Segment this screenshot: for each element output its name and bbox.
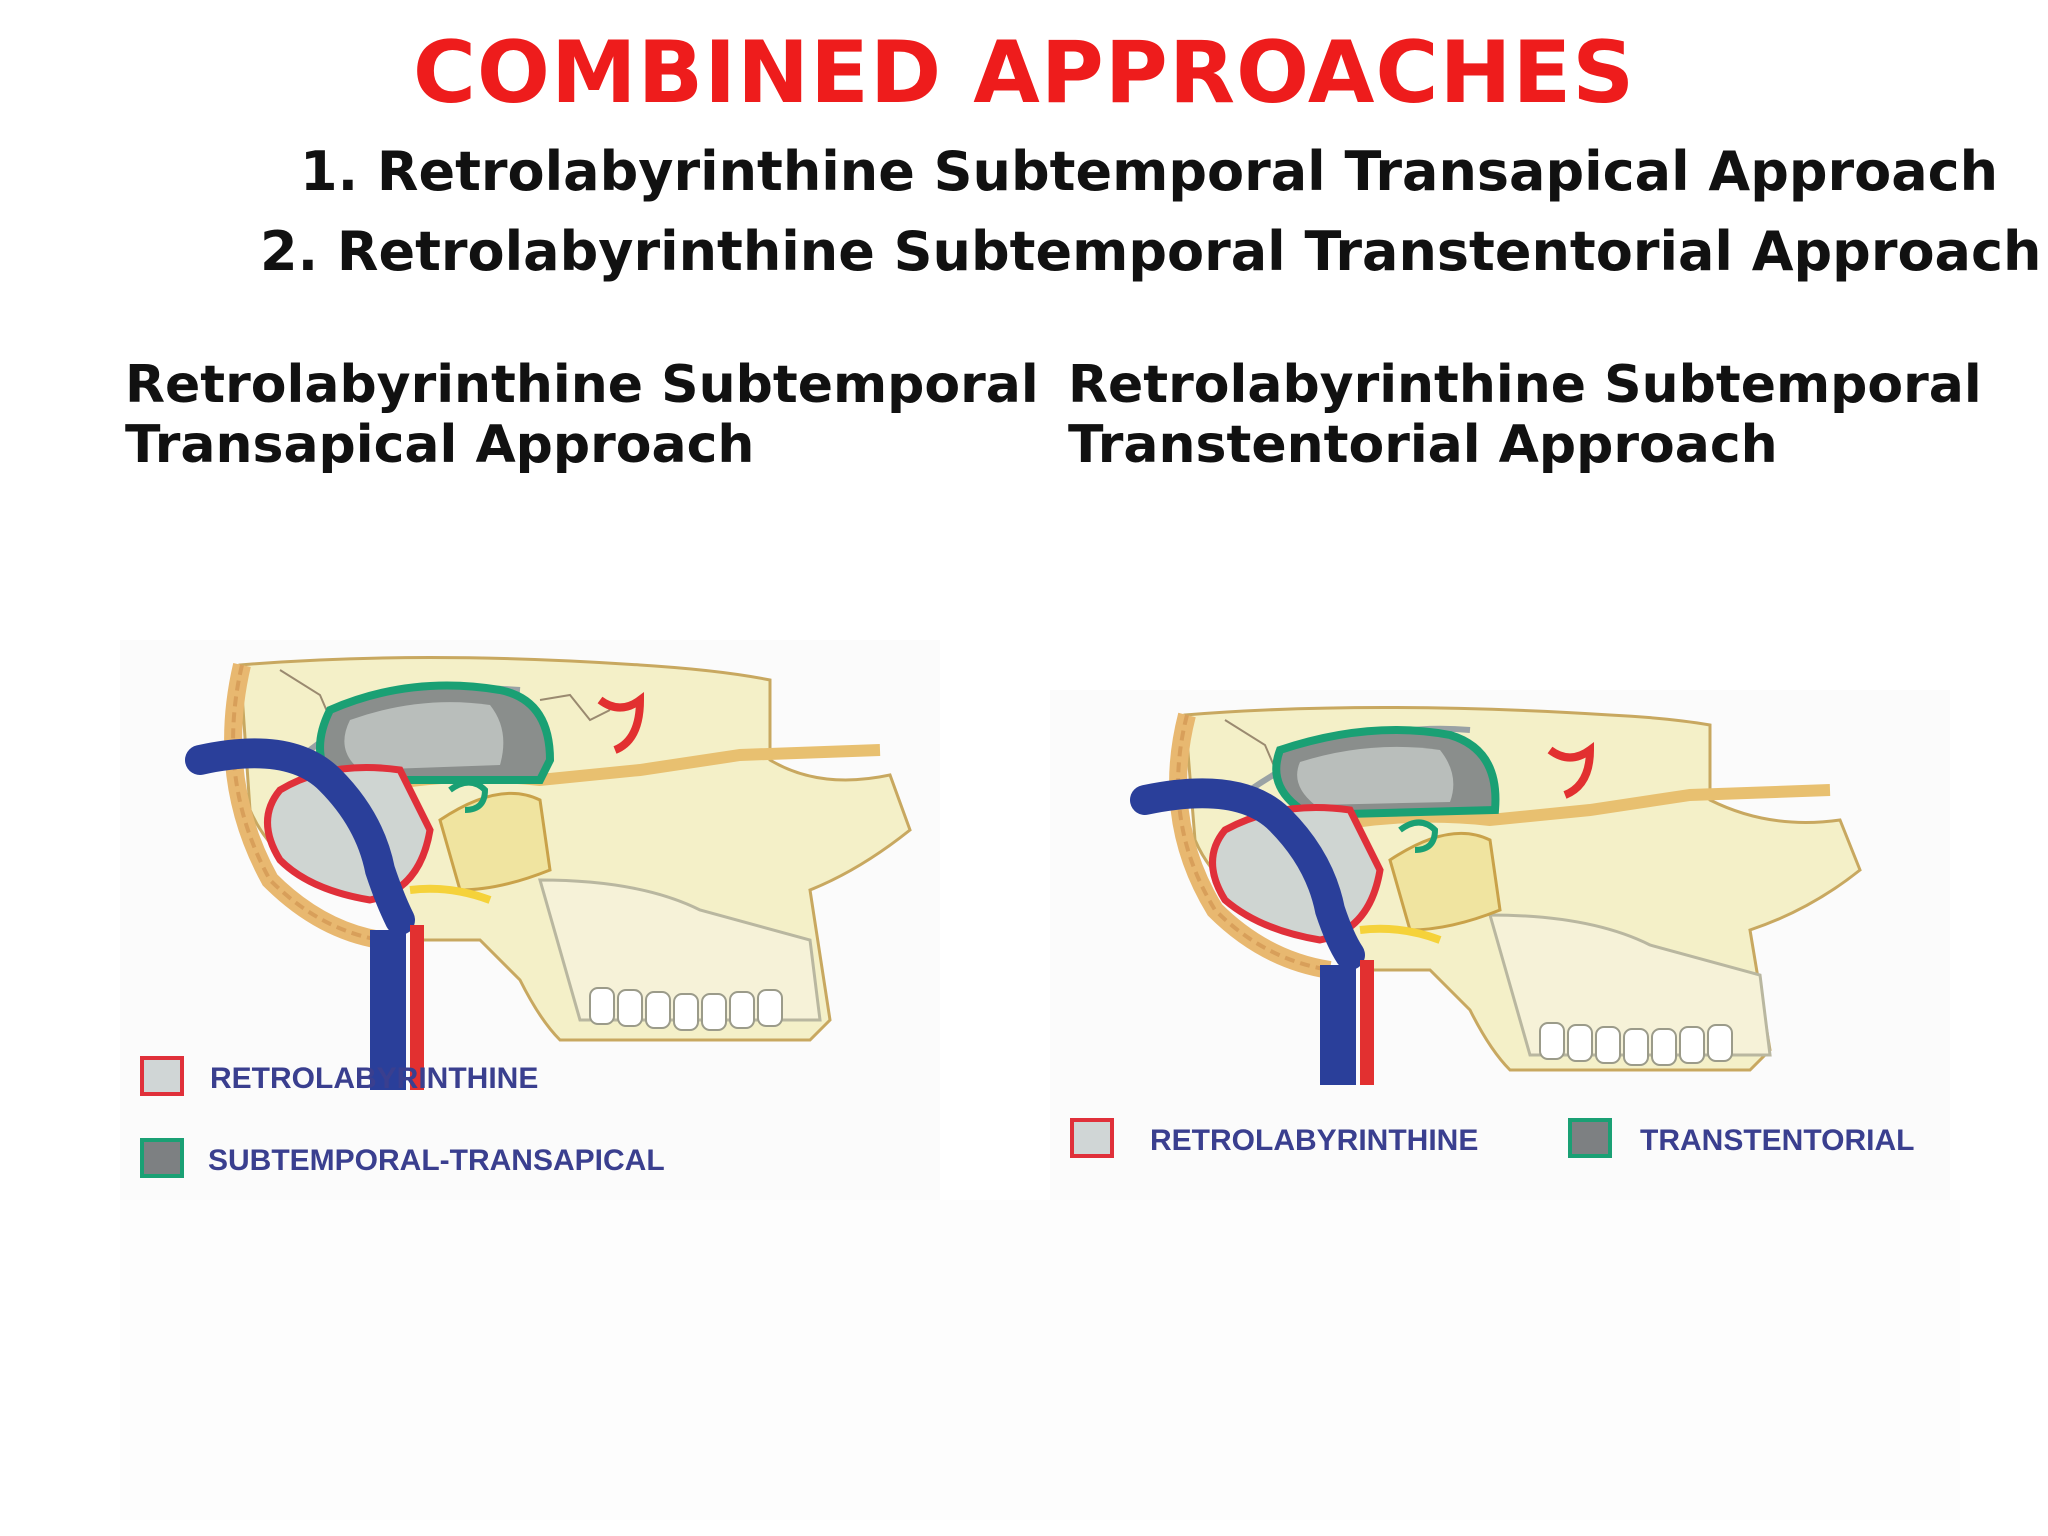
middle-meningeal-artery <box>1547 742 1595 799</box>
teeth <box>1539 1022 1733 1066</box>
legend-swatch-retrolabyrinthine <box>1070 1118 1114 1158</box>
jugular-vein <box>370 930 406 1090</box>
carotid-artery <box>410 925 424 1090</box>
approach-list-item-2: 2. Retrolabyrinthine Subtemporal Transte… <box>260 220 2042 283</box>
mandible <box>538 878 822 1022</box>
approach-list-item-1: 1. Retrolabyrinthine Subtemporal Transap… <box>300 140 1999 203</box>
right-panel-heading: Retrolabyrinthine Subtemporal Transtento… <box>1068 355 1982 475</box>
carotid-artery <box>1360 960 1374 1085</box>
left-heading-line-1: Retrolabyrinthine Subtemporal <box>125 355 1039 415</box>
right-heading-line-2: Transtentorial Approach <box>1068 415 1778 475</box>
legend-label-transtentorial: TRANSTENTORIAL <box>1640 1124 1914 1157</box>
right-skull-illustration: RETROLABYRINTHINE TRANSTENTORIAL <box>1050 690 1950 1200</box>
legend-swatch-retrolabyrinthine <box>140 1056 184 1096</box>
left-panel-heading: Retrolabyrinthine Subtemporal Transapica… <box>125 355 1039 475</box>
figure-background <box>120 1200 1960 1520</box>
left-skull-svg: RETROLABYRINTHINE SUBTEMPORAL-TRANSAPICA… <box>140 656 912 1178</box>
left-legend: RETROLABYRINTHINE SUBTEMPORAL-TRANSAPICA… <box>140 1056 665 1178</box>
legend-label-subtemporal-transapical: SUBTEMPORAL-TRANSAPICAL <box>208 1144 665 1177</box>
cochlea <box>1398 819 1439 853</box>
occipital-bone-inner <box>1176 714 1331 972</box>
facial-nerve <box>409 884 492 904</box>
cranial-suture-2 <box>539 693 611 722</box>
legend-label-retrolabyrinthine: RETROLABYRINTHINE <box>210 1062 538 1095</box>
slide-title: COMBINED APPROACHES <box>412 23 1636 123</box>
legend-label-retrolabyrinthine: RETROLABYRINTHINE <box>1150 1124 1478 1157</box>
sigmoid-sinus <box>1130 778 1365 970</box>
transtentorial-highlight <box>1297 746 1454 805</box>
teeth <box>589 987 783 1031</box>
petrous-bone <box>438 791 552 892</box>
left-heading-line-2: Transapical Approach <box>125 415 755 475</box>
mandible <box>1488 913 1772 1057</box>
petrous-bone <box>1388 831 1502 932</box>
facial-nerve <box>1359 924 1442 944</box>
left-skull-illustration: RETROLABYRINTHINE SUBTEMPORAL-TRANSAPICA… <box>120 640 940 1200</box>
cochlea <box>448 779 489 813</box>
sigmoid-sinus <box>185 738 415 935</box>
legend-swatch-transtentorial <box>1568 1118 1612 1158</box>
right-legend: RETROLABYRINTHINE TRANSTENTORIAL <box>1070 1118 1914 1158</box>
subtemporal-highlight <box>344 702 504 770</box>
right-skull-svg: RETROLABYRINTHINE TRANSTENTORIAL <box>1070 706 1914 1158</box>
legend-swatch-subtemporal-transapical <box>140 1138 184 1178</box>
occipital-bone-inner <box>231 664 381 942</box>
middle-meningeal-artery <box>597 692 645 754</box>
jugular-vein <box>1320 965 1356 1085</box>
right-heading-line-1: Retrolabyrinthine Subtemporal <box>1068 355 1982 415</box>
